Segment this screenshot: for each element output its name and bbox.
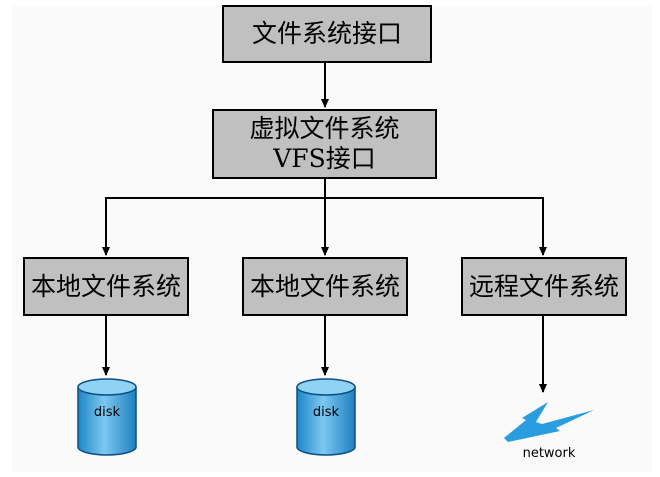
file-system-interface-label: 文件系统接口 (251, 19, 402, 48)
file-system-interface-box: 文件系统接口 (222, 5, 432, 63)
local-file-system-box-2: 本地文件系统 (242, 257, 408, 316)
vfs-box: 虚拟文件系统 VFS接口 (212, 109, 437, 179)
network-label: network (522, 446, 576, 461)
local-file-system-box-1: 本地文件系统 (23, 257, 189, 316)
disk-cylinder-1 (77, 378, 137, 456)
local-file-system-label-2: 本地文件系统 (249, 271, 400, 301)
network-lightning-bolt (504, 402, 594, 442)
remote-file-system-label: 远程文件系统 (468, 271, 619, 301)
disk-label-1: disk (93, 405, 121, 420)
local-file-system-label-1: 本地文件系统 (30, 271, 181, 301)
disk-label-2: disk (312, 405, 340, 420)
remote-file-system-box: 远程文件系统 (461, 257, 627, 316)
disk-icon-1: disk (76, 377, 138, 457)
disk-cylinder-2 (296, 378, 356, 456)
disk-icon-2: disk (295, 377, 357, 457)
vfs-label-line2: VFS接口 (273, 144, 376, 173)
vfs-label-line1: 虚拟文件系统 (249, 114, 400, 143)
network-icon: network (496, 398, 602, 468)
